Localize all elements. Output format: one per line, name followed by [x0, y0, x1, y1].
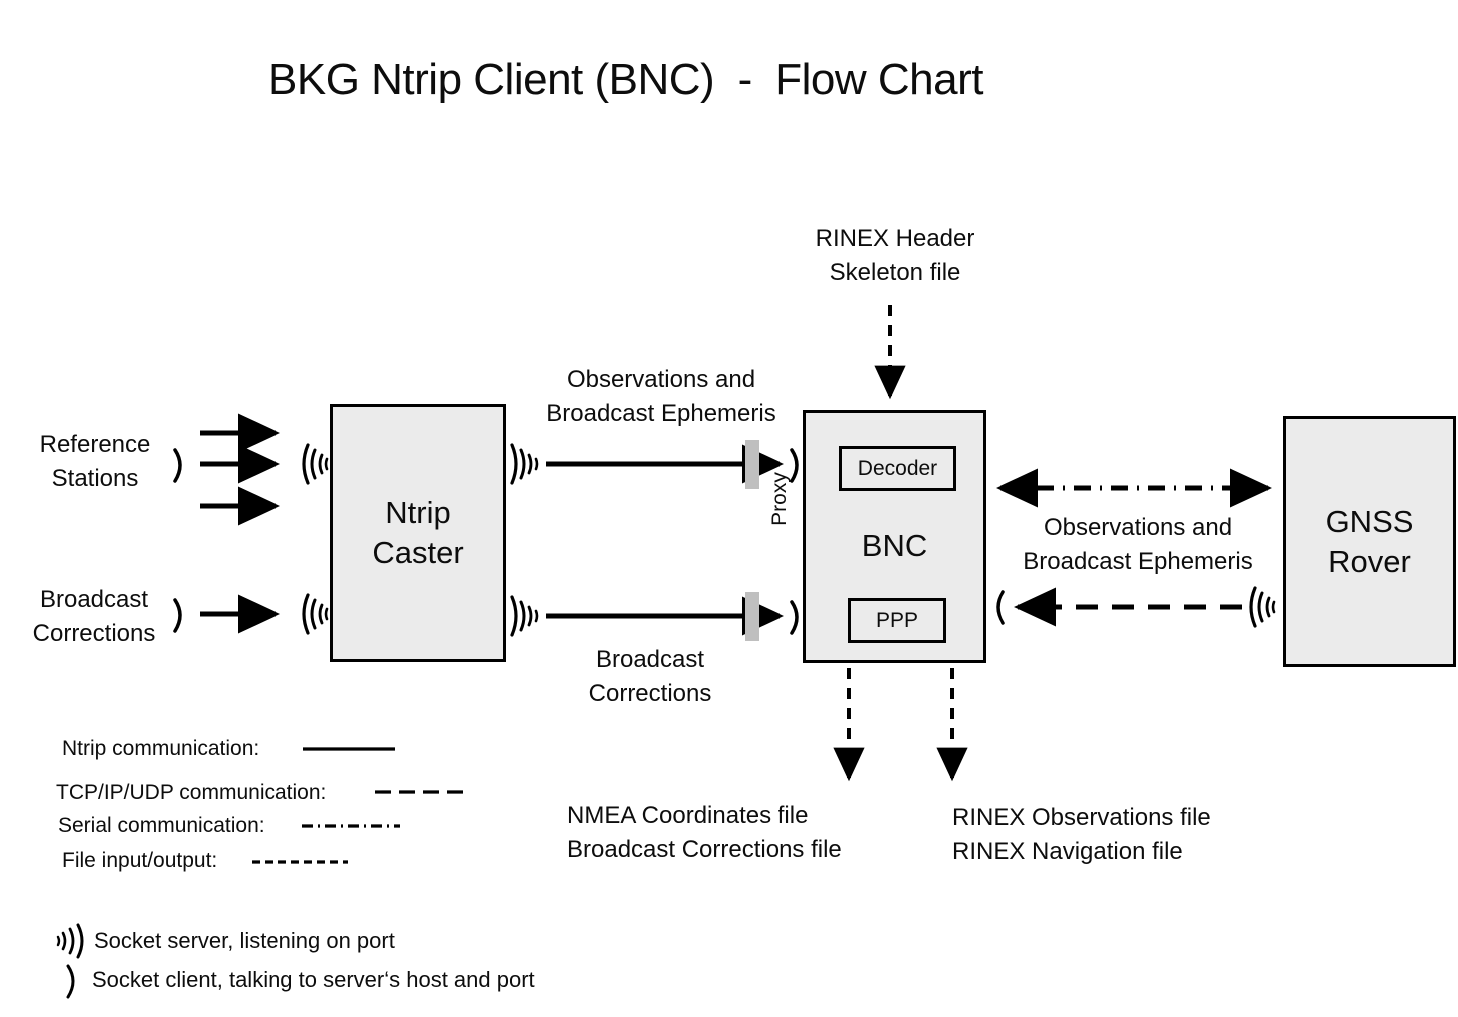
legend-label-socket-client: Socket client, talking to server‘s host …	[92, 967, 535, 992]
label-nmea-output-files: NMEA Coordinates file Broadcast Correcti…	[567, 802, 842, 863]
legend-socket-server-icon	[56, 923, 84, 959]
socket-server-icon-caster-in-top	[302, 443, 329, 485]
proxy-bar-top	[745, 440, 759, 489]
legend-label-socket-server: Socket server, listening on port	[94, 928, 395, 953]
socket-server-icon-caster-out-bottom	[510, 595, 539, 637]
socket-server-icon-caster-out-top	[510, 443, 539, 485]
page-title: BKG Ntrip Client (BNC) - Flow Chart	[268, 55, 983, 104]
socket-server-icon-caster-in-bottom	[302, 593, 329, 635]
proxy-bar-bottom	[745, 592, 759, 641]
legend-label-serial: Serial communication:	[58, 814, 265, 837]
node-ntrip-caster[interactable]: Ntrip Caster	[330, 404, 506, 662]
node-ntrip-caster-label: Ntrip Caster	[372, 495, 464, 570]
label-reference-stations: Reference Stations	[39, 431, 151, 492]
label-broadcast-corrections-input: Broadcast Corrections	[32, 586, 156, 647]
arrow-reference-stations-to-caster	[200, 413, 281, 526]
label-rinex-output-files: RINEX Observations file RINEX Navigation…	[952, 804, 1211, 865]
legend-label-tcpip: TCP/IP/UDP communication:	[56, 781, 327, 804]
legend-label-file-io: File input/output:	[62, 849, 218, 872]
node-decoder[interactable]: Decoder	[839, 446, 956, 491]
label-observations-ephemeris-caster-bnc: Observations and Broadcast Ephemeris	[546, 366, 776, 427]
label-rinex-header-skeleton-file: RINEX Header Skeleton file	[815, 225, 975, 286]
node-gnss-rover-label: GNSS Rover	[1325, 503, 1414, 579]
node-gnss-rover[interactable]: GNSS Rover	[1283, 416, 1456, 667]
node-ppp[interactable]: PPP	[848, 598, 946, 643]
socket-client-icon-reference-stations	[173, 448, 182, 483]
label-broadcast-corrections-caster-bnc: Broadcast Corrections	[588, 646, 712, 707]
socket-client-icon-broadcast-corrections	[173, 598, 182, 633]
socket-client-icon-bnc-in-top	[790, 448, 799, 483]
label-observations-ephemeris-bnc-rover: Observations and Broadcast Ephemeris	[1023, 514, 1253, 575]
node-bnc-label: BNC	[861, 528, 928, 563]
socket-server-icon-rover	[1249, 586, 1276, 628]
node-bnc[interactable]: Decoder BNC PPP	[803, 410, 986, 663]
legend-label-ntrip: Ntrip communication:	[62, 737, 260, 760]
node-ppp-label: PPP	[875, 608, 919, 632]
node-decoder-label: Decoder	[857, 456, 938, 480]
socket-client-icon-bnc-rover	[996, 590, 1005, 625]
socket-client-icon-bnc-in-bottom	[790, 600, 799, 635]
legend-socket-client-icon	[66, 964, 75, 999]
proxy-label: Proxy	[768, 472, 791, 526]
